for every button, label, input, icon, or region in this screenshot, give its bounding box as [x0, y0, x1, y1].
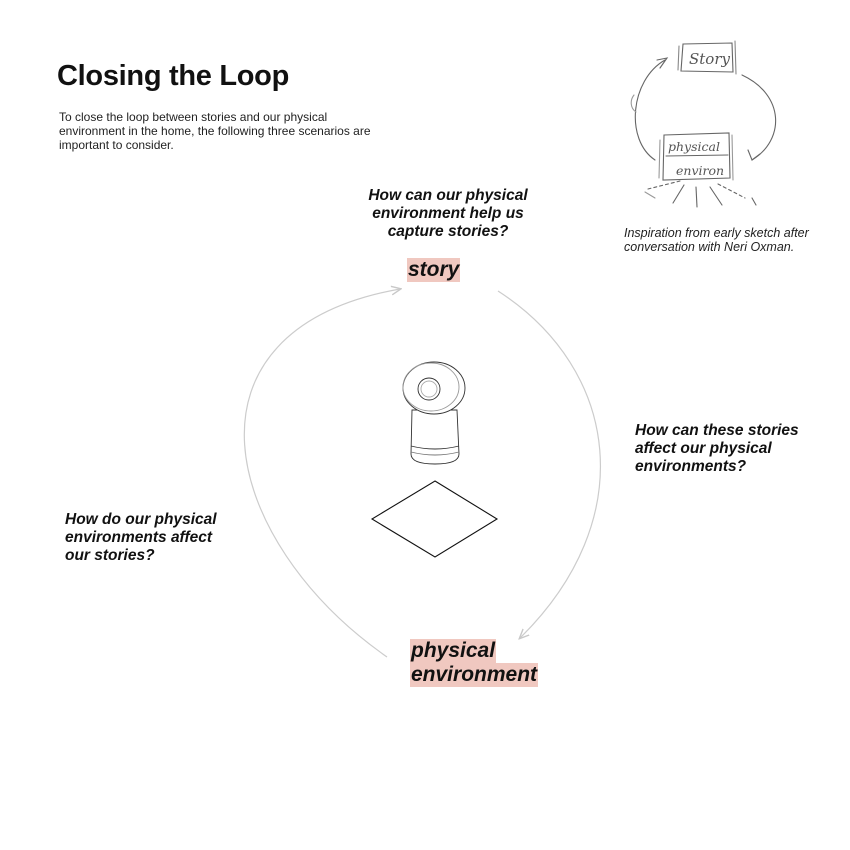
intro-text: To close the loop between stories and ou…: [59, 110, 371, 152]
early-sketch-image: Story physical environ: [630, 40, 777, 208]
node-story: story: [407, 258, 461, 282]
question-stories-affect-environment: How can these stories affect our physica…: [635, 422, 799, 475]
arrow-story-to-environment: [497, 290, 602, 638]
sketch-label-environ: environ: [676, 163, 724, 178]
question-capture-stories: How can our physical environment help us…: [368, 187, 528, 240]
node-physical-environment-line1: physical: [410, 639, 497, 663]
question-environment-affects-stories: How do our physical environments affect …: [65, 511, 217, 564]
device-icon: [402, 361, 466, 465]
arrow-environment-to-story: [243, 289, 400, 658]
sketch-label-physical: physical: [668, 139, 720, 154]
node-physical-environment-line2: environment: [410, 663, 539, 687]
platform-diamond: [370, 480, 499, 558]
sketch-caption: Inspiration from early sketch after conv…: [624, 226, 809, 254]
page-title: Closing the Loop: [57, 60, 290, 92]
sketch-label-story: Story: [689, 50, 731, 68]
